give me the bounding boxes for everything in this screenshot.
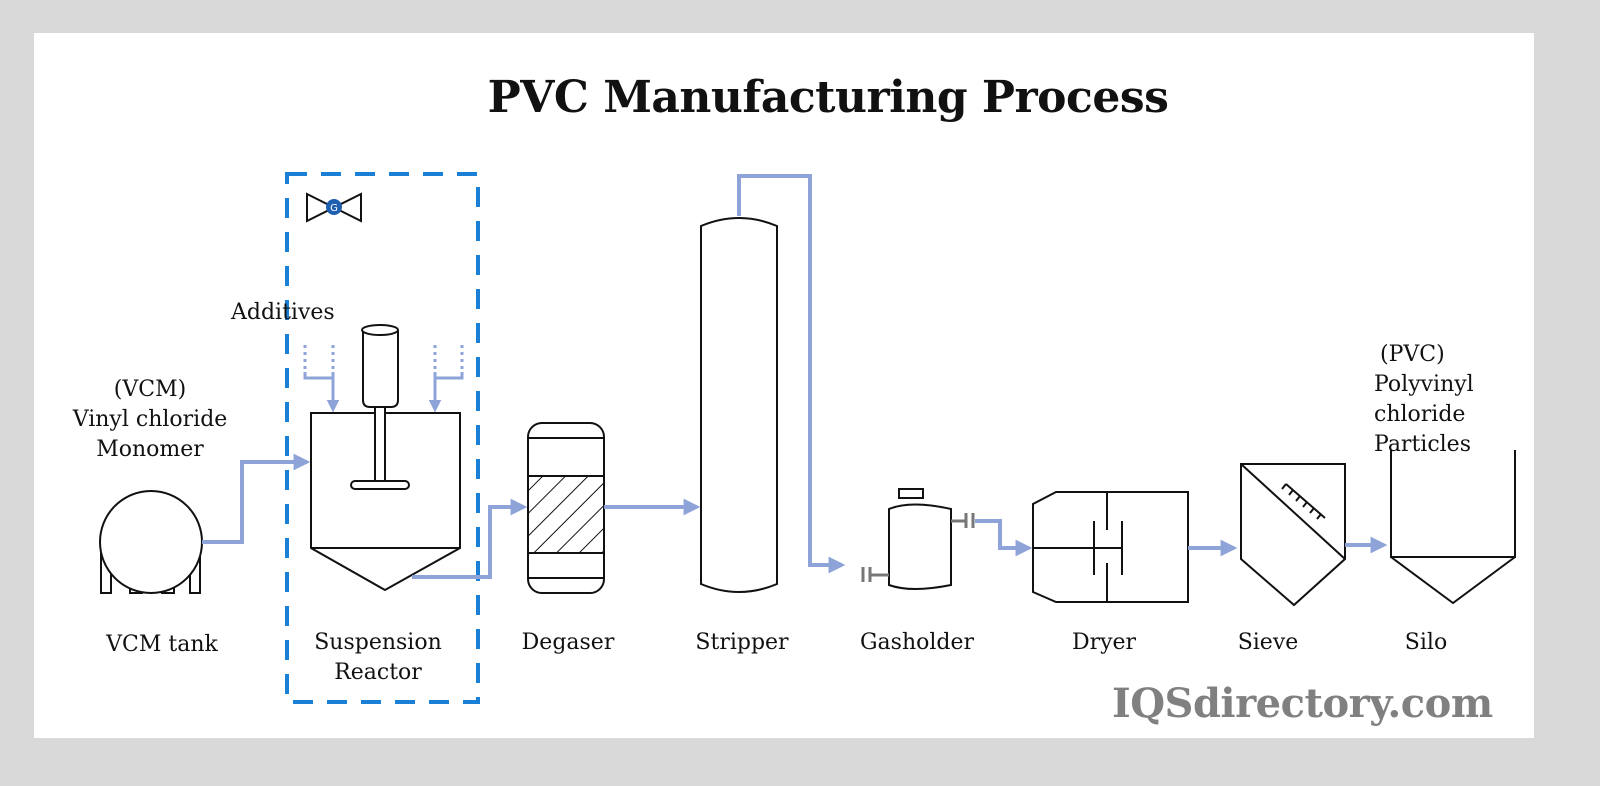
stage-label-silo: Silo: [1404, 630, 1448, 655]
pipe-vcm-to-reactor: [202, 453, 311, 544]
dryer-icon: [1032, 491, 1189, 603]
pvc-line-2: Polyvinyl: [1374, 372, 1474, 397]
diagram-panel: [34, 33, 1534, 738]
stage-label-vcm-tank: VCM tank: [106, 632, 218, 657]
pvc-line-4: Particles: [1374, 432, 1471, 457]
gas-valve-icon: G: [306, 192, 362, 223]
pvc-description: (PVC) Polyvinyl chloride Particles: [1374, 340, 1474, 460]
brand-watermark: IQSdirectory.com: [1112, 680, 1493, 727]
suspension-reactor-icon: [310, 324, 461, 592]
vcm-line-2: Vinyl chloride: [72, 407, 228, 432]
pipe-reactor-to-degaser: [412, 498, 528, 579]
reactor-boundary-box: [285, 172, 480, 704]
degaser-icon: [527, 422, 605, 594]
vcm-description: (VCM) Vinyl chloride Monomer: [40, 375, 260, 465]
silo-icon: [1390, 450, 1516, 605]
stage-label-dryer: Dryer: [1071, 630, 1137, 655]
stage-label-stripper: Stripper: [695, 630, 789, 655]
additives-label: Additives: [231, 300, 335, 325]
page-title: PVC Manufacturing Process: [487, 72, 1169, 123]
sieve-icon: [1240, 463, 1346, 607]
stage-label-degaser: Degaser: [521, 630, 615, 655]
stage-label-gasholder: Gasholder: [859, 630, 975, 655]
additive-feed-right: [435, 345, 464, 410]
vcm-line-3: Monomer: [96, 437, 204, 462]
pipe-stripper-to-gasholder: [737, 174, 846, 574]
valve-badge-letter: G: [330, 203, 338, 214]
gasholder-icon: [861, 488, 975, 590]
vcm-tank-icon: [99, 490, 203, 594]
pvc-line-3: chloride: [1374, 402, 1466, 427]
pipe-gasholder-to-dryer: [975, 519, 1033, 557]
additive-feed-left: [303, 345, 333, 410]
pvc-line-1: (PVC): [1380, 342, 1445, 367]
stage-label-sieve: Sieve: [1237, 630, 1299, 655]
stage-label-suspension-reactor: Suspension Reactor: [283, 628, 473, 688]
vcm-line-1: (VCM): [113, 377, 187, 402]
stage-label-line-1: Suspension: [314, 630, 442, 655]
flow-pipes: [202, 174, 1388, 579]
stage-label-line-2: Reactor: [334, 660, 422, 685]
stripper-icon: [700, 217, 778, 593]
